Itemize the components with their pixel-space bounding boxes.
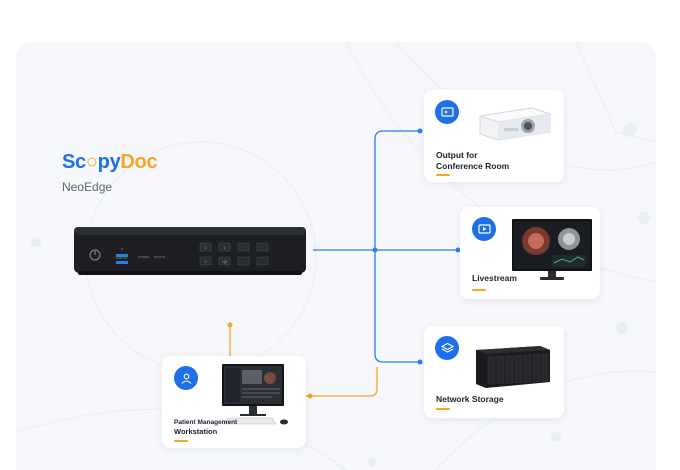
label-line: Patient Management <box>174 419 238 426</box>
brand-name-part2: py <box>97 151 121 173</box>
background-network-pattern <box>16 42 656 470</box>
neoedge-device-image: USB 3.0 POWER STATUS 1 1 2 1|2 <box>74 227 306 275</box>
device-key-label: 1 <box>223 245 226 250</box>
workstation-card: Patient Management Workstation <box>162 356 306 448</box>
play-screen-icon <box>472 217 496 241</box>
device-key-label: 1 <box>204 245 207 250</box>
brand-name-part1: Sc <box>62 151 86 173</box>
power-label: POWER <box>138 255 150 259</box>
workstation-computer-image <box>222 364 288 425</box>
label-underline <box>472 289 486 291</box>
projector-image <box>479 107 551 141</box>
conference-room-label: Output for Conference Room <box>436 150 509 172</box>
user-icon <box>174 366 198 390</box>
label-line: Workstation <box>174 427 218 436</box>
label-underline <box>436 174 450 176</box>
medical-monitor-image <box>512 219 592 280</box>
screen-share-icon <box>435 100 459 124</box>
usb-label: USB 3.0 <box>116 256 128 260</box>
label-underline <box>174 440 188 442</box>
status-label: STATUS <box>154 255 165 259</box>
label-line: Conference Room <box>436 161 510 171</box>
label-underline <box>436 408 450 410</box>
device-key-label: 2 <box>204 259 207 264</box>
brand-name-part3: Doc <box>120 151 158 173</box>
livestream-label: Livestream <box>472 273 517 283</box>
workstation-label: Patient Management Workstation <box>174 418 237 436</box>
conference-room-card: Output for Conference Room <box>424 90 564 182</box>
network-storage-card: Network Storage <box>424 326 564 418</box>
network-storage-label: Network Storage <box>436 394 504 404</box>
layers-icon <box>435 336 459 360</box>
label-line: Output for <box>436 150 478 160</box>
livestream-card: Livestream <box>460 207 600 299</box>
nas-storage-image <box>476 346 550 388</box>
device-key-label: 1|2 <box>222 259 228 264</box>
product-name: NeoEdge <box>62 180 113 194</box>
brand-logo-o-mark: ○ <box>85 151 98 173</box>
brand-logo: Sc○pyDoc <box>62 151 158 174</box>
